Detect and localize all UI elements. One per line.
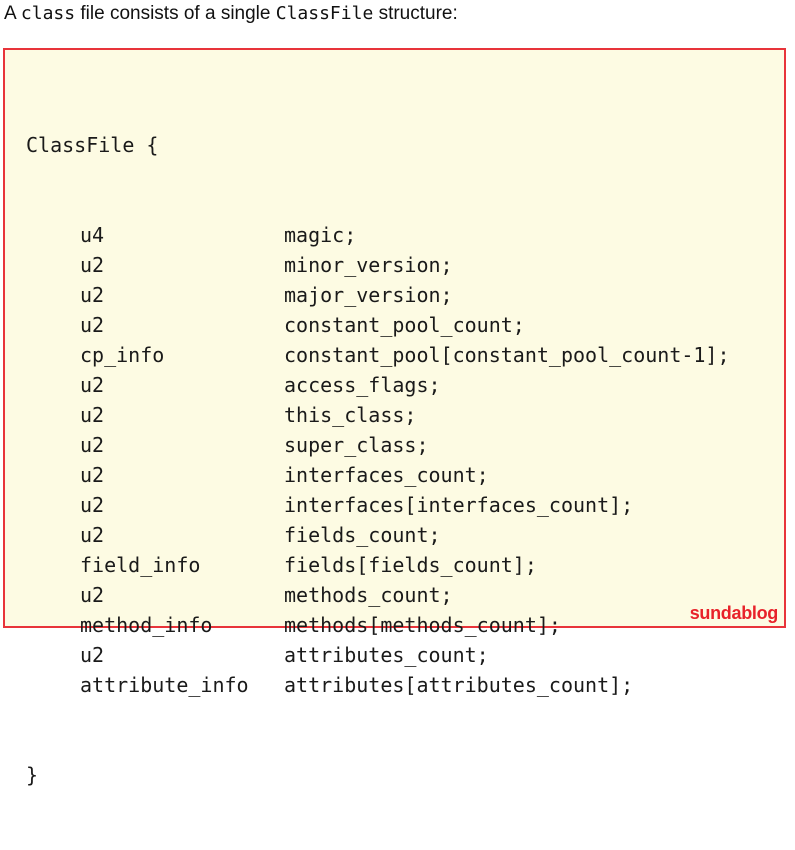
field-type: field_info	[80, 553, 201, 577]
field-line: u2 super_class;	[26, 430, 730, 460]
field-line: u2 major_version;	[26, 280, 730, 310]
field-line: attribute_info attributes[attributes_coun…	[26, 670, 730, 700]
field-type: method_info	[80, 613, 213, 637]
field-line: field_info fields[fields_count];	[26, 550, 730, 580]
field-type: u2	[80, 283, 105, 307]
struct-open-line: ClassFile {	[26, 133, 159, 157]
field-line: u2 this_class;	[26, 400, 730, 430]
field-name: access_flags;	[284, 373, 441, 397]
field-name: magic;	[284, 223, 357, 247]
intro-suffix: structure:	[373, 3, 458, 24]
field-line: method_info methods[methods_count];	[26, 610, 730, 640]
field-type: u2	[80, 583, 105, 607]
field-line: u2 minor_version;	[26, 250, 730, 280]
field-name: fields_count;	[284, 523, 441, 547]
field-type: u2	[80, 433, 105, 457]
field-line: u2 methods_count;	[26, 580, 730, 610]
field-name: minor_version;	[284, 253, 453, 277]
field-type: u2	[80, 313, 105, 337]
field-type: u2	[80, 643, 105, 667]
field-name: attributes[attributes_count];	[284, 673, 634, 697]
field-line: u2 interfaces[interfaces_count];	[26, 490, 730, 520]
field-type: u2	[80, 403, 105, 427]
struct-fields: u4 magic; u2 minor_version; u2 major_version;…	[26, 220, 730, 700]
field-type: cp_info	[80, 343, 165, 367]
intro-middle: file consists of a single	[75, 3, 276, 24]
field-name: this_class;	[284, 403, 417, 427]
field-name: constant_pool[constant_pool_count-1];	[284, 343, 730, 367]
field-type: attribute_info	[80, 673, 249, 697]
intro-code-classfile: ClassFile	[275, 3, 374, 24]
field-name: super_class;	[284, 433, 429, 457]
watermark-text: sundablog	[689, 603, 779, 623]
field-name: constant_pool_count;	[284, 313, 525, 337]
field-name: major_version;	[284, 283, 453, 307]
intro-prefix: A	[4, 3, 21, 24]
field-line: u2 attributes_count;	[26, 640, 730, 670]
field-type: u4	[80, 223, 105, 247]
field-type: u2	[80, 493, 105, 517]
field-name: attributes_count;	[284, 643, 489, 667]
intro-sentence: A class file consists of a single ClassF…	[4, 3, 458, 25]
field-name: methods_count;	[284, 583, 453, 607]
field-line: u4 magic;	[26, 220, 730, 250]
code-block: ClassFile { u4 magic; u2 minor_version; u2 ma…	[3, 48, 786, 787]
field-line: u2 access_flags;	[26, 370, 730, 400]
field-type: u2	[80, 253, 105, 277]
field-name: interfaces_count;	[284, 463, 489, 487]
field-type: u2	[80, 373, 105, 397]
field-line: u2 fields_count;	[26, 520, 730, 550]
intro-code-class: class	[20, 3, 76, 24]
field-line: u2 constant_pool_count;	[26, 310, 730, 340]
field-name: fields[fields_count];	[284, 553, 537, 577]
field-type: u2	[80, 463, 105, 487]
struct-close-line: }	[26, 763, 39, 787]
code-listing: ClassFile { u4 magic; u2 minor_version; u2 ma…	[26, 70, 730, 850]
field-name: methods[methods_count];	[284, 613, 561, 637]
field-line: cp_info constant_pool[constant_pool_count…	[26, 340, 730, 370]
field-type: u2	[80, 523, 105, 547]
field-name: interfaces[interfaces_count];	[284, 493, 634, 517]
field-line: u2 interfaces_count;	[26, 460, 730, 490]
